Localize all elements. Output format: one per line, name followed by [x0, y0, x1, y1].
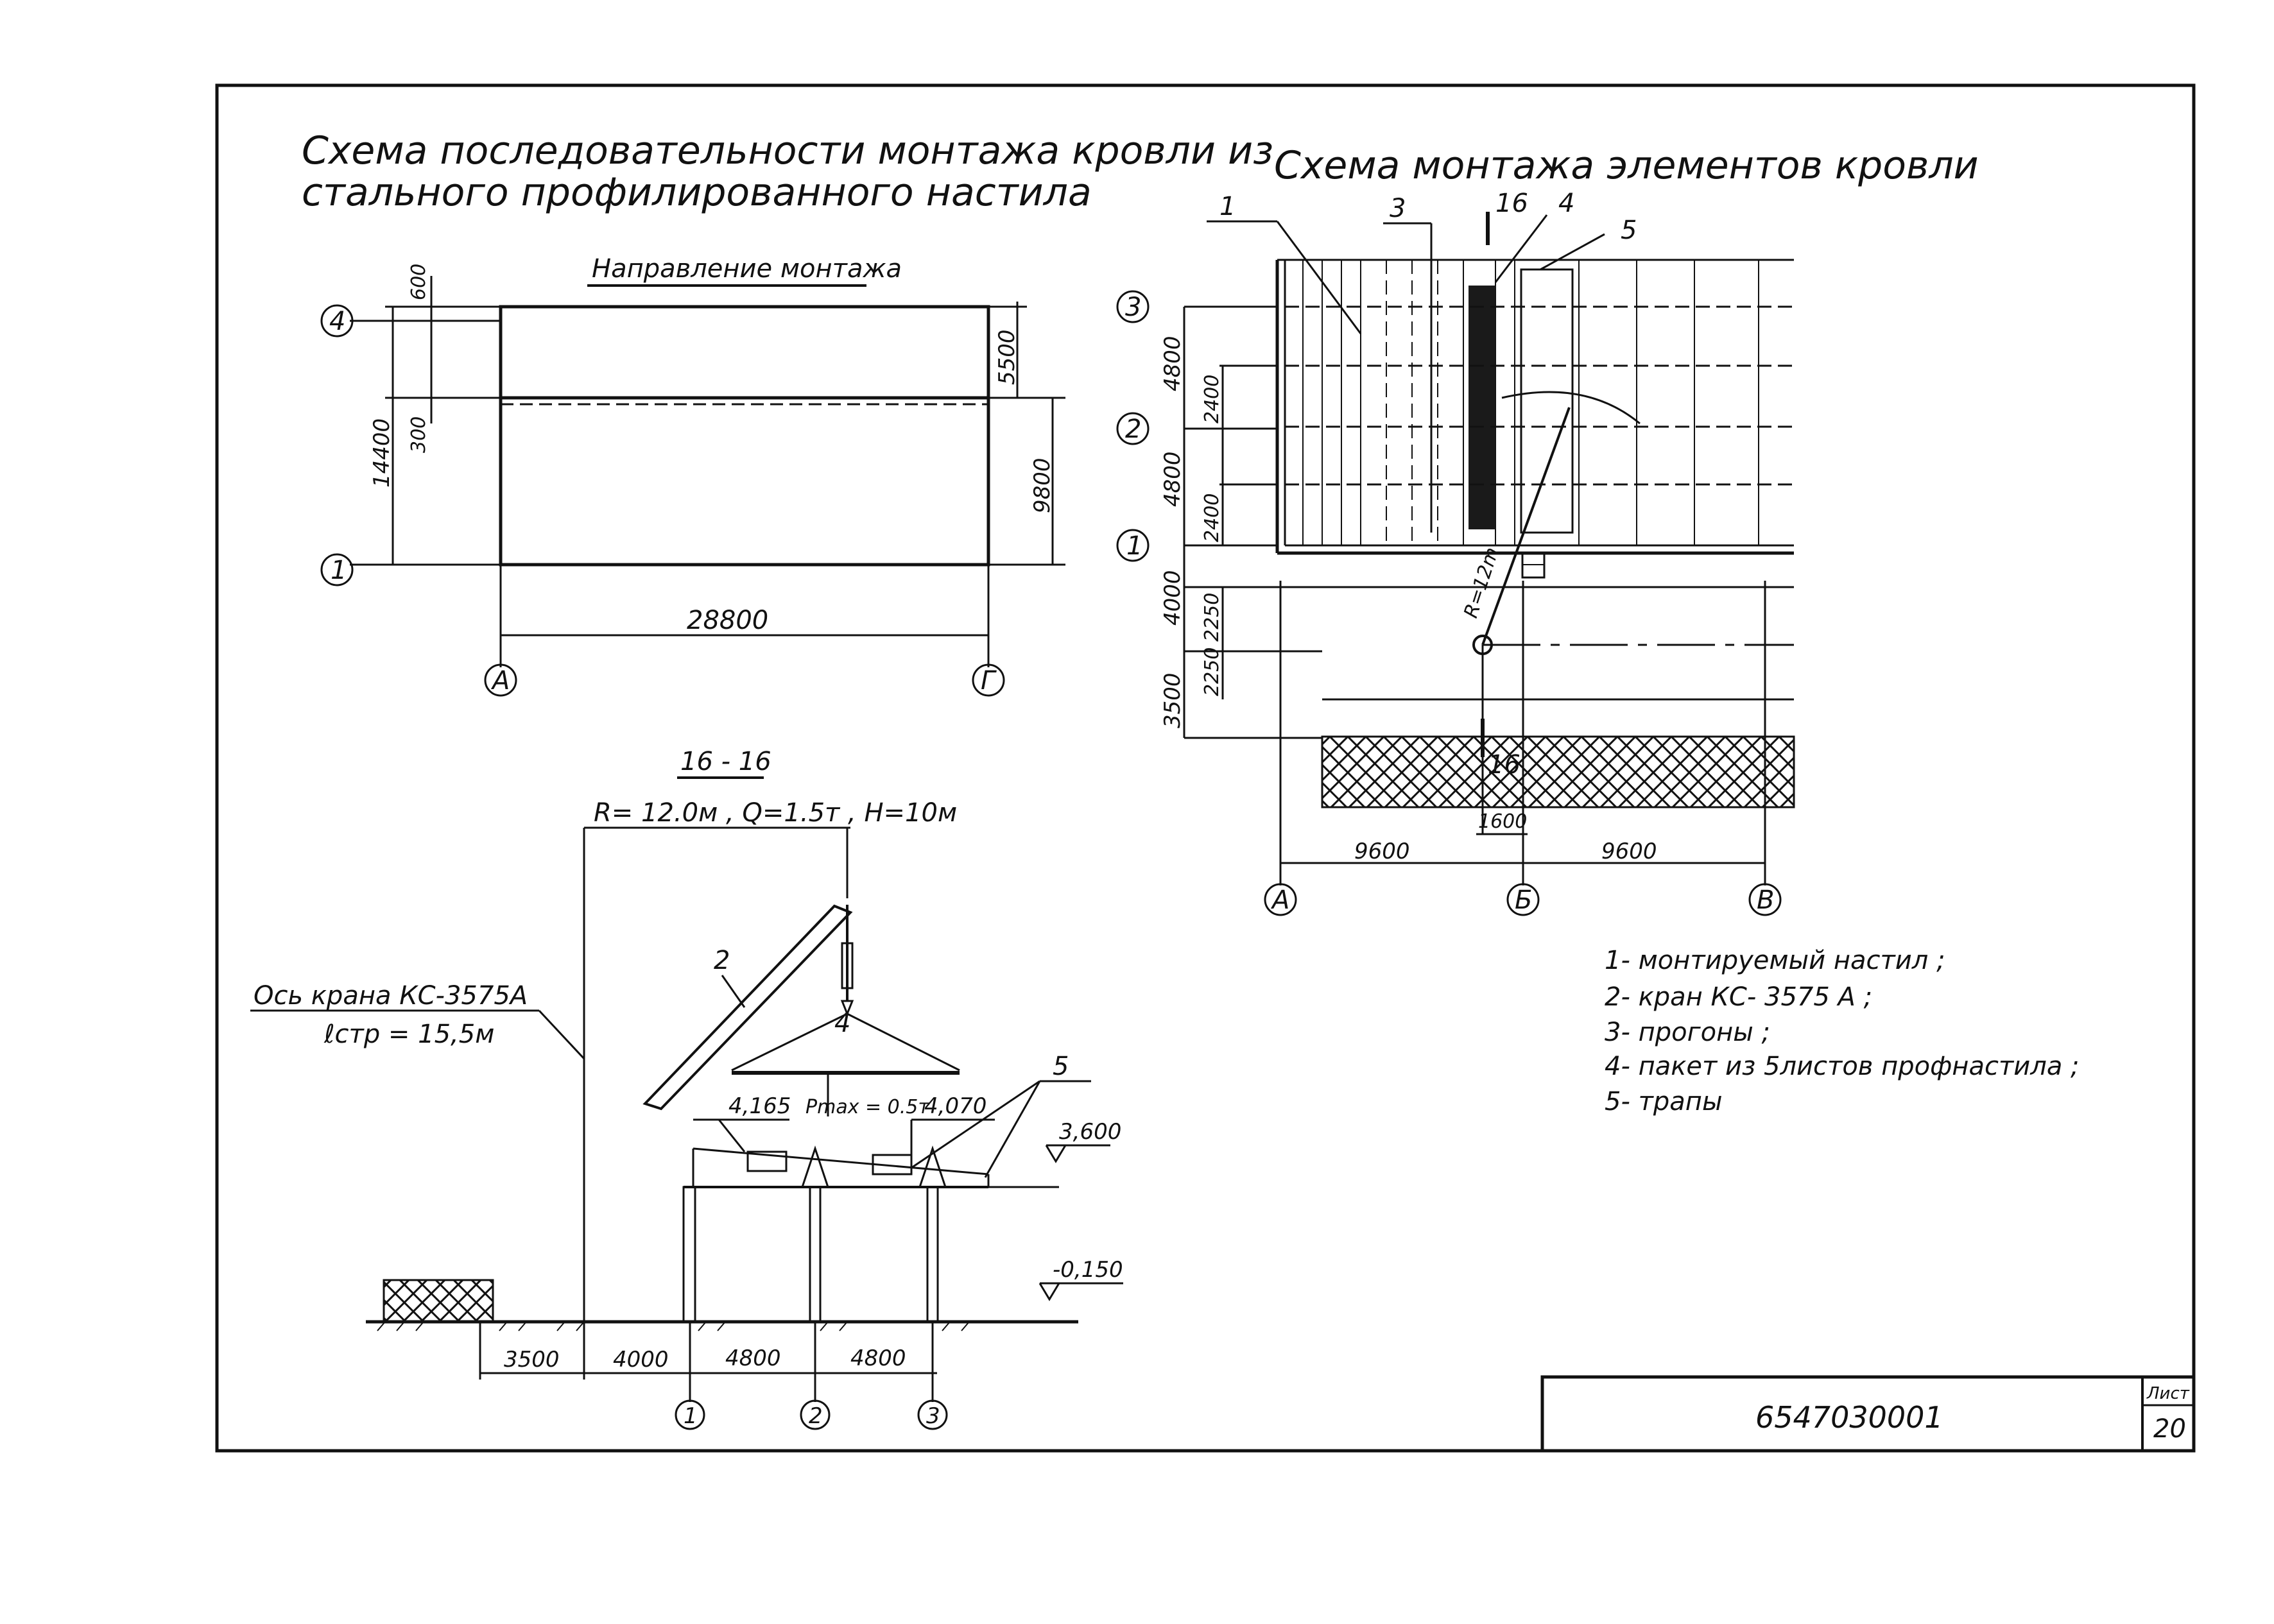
dim-300: 300 — [408, 416, 430, 453]
elev-minus-0150: -0,150 — [1053, 1257, 1123, 1283]
callout-3-label: 3 — [1390, 194, 1406, 223]
callout-1-label: 1 — [1219, 192, 1236, 221]
section-axis-2-marker — [800, 1399, 831, 1430]
section-dim-3500: 3500 — [504, 1347, 560, 1372]
axis-1-label-right: 1 — [1126, 531, 1142, 561]
section-axis-1-marker — [675, 1399, 705, 1430]
axis-1-marker — [320, 553, 354, 586]
axis-v-marker — [1748, 883, 1782, 916]
axis-3-marker — [1116, 290, 1150, 323]
section-axis-1-label: 1 — [684, 1403, 698, 1429]
legend-item-4: 4- пакет из 5листов профнастила ; — [1605, 1052, 2080, 1081]
dim-3500: 3500 — [1160, 672, 1185, 728]
section-dim-4800-a: 4800 — [725, 1346, 781, 1371]
radius-label: R=12m — [1460, 545, 1503, 621]
building-wall-left — [682, 1186, 696, 1323]
crane-params: R= 12.0м , Q=1.5т , Н=10м — [594, 798, 957, 828]
crane-axis-line2: ℓстр = 15,5м — [323, 1020, 494, 1049]
pmax-label: Pmax = 0.5т — [805, 1096, 930, 1118]
dim-9600-a: 9600 — [1354, 839, 1410, 864]
dim-2400-b: 2400 — [1201, 493, 1223, 542]
sheet-label: Лист — [2146, 1384, 2190, 1403]
sheet-package — [1469, 286, 1495, 529]
title-block: 6547030001 Лист 20 — [1540, 1375, 2196, 1453]
axis-b-marker — [1506, 883, 1540, 916]
legend-item-3: 3- прогоны ; — [1605, 1018, 1770, 1047]
crane-boom — [642, 904, 853, 1111]
cut-label-bottom: 16 — [1488, 750, 1520, 780]
axis-4-label: 4 — [329, 307, 345, 336]
left-title-line1: Схема последовательности монтажа кровли … — [302, 128, 1273, 173]
elev-4070: 4,070 — [924, 1093, 986, 1119]
dim-9600-b: 9600 — [1601, 839, 1657, 864]
legend-item-5: 5- трапы — [1605, 1087, 1723, 1116]
axis-1-marker-right — [1116, 529, 1150, 562]
direction-label: Направление монтажа — [592, 254, 902, 284]
callout-4-section: 4 — [834, 1009, 850, 1038]
axis-a-label-right: А — [1270, 885, 1289, 915]
right-plan: 1 3 4 5 16 4800 4800 2400 2400 4000 3500… — [1116, 189, 1795, 916]
callout-5-label: 5 — [1621, 216, 1637, 245]
crane-axis-line1: Ось крана КС-3575А — [254, 981, 528, 1011]
section-axis-3-label: 3 — [926, 1403, 940, 1429]
elev-3600: 3,600 — [1059, 1119, 1121, 1145]
section-title: 16 - 16 — [680, 747, 771, 776]
axis-v-label: В — [1757, 885, 1774, 915]
axis-3-label: 3 — [1125, 293, 1141, 322]
sheet-frame — [215, 83, 2196, 1453]
axis-g-marker — [972, 663, 1005, 697]
dim-1600: 1600 — [1478, 810, 1527, 833]
axis-2-label: 2 — [1125, 415, 1141, 444]
dim-9800: 9800 — [1029, 457, 1055, 513]
roof-outline — [499, 305, 990, 567]
dim-600: 600 — [408, 264, 430, 300]
dim-2400-a: 2400 — [1201, 375, 1223, 423]
section-axis-2-label: 2 — [809, 1403, 823, 1429]
axis-b-label: Б — [1515, 885, 1532, 915]
document-code: 6547030001 — [1755, 1400, 1943, 1435]
section-hatched-ground — [383, 1279, 494, 1323]
axis-a-marker — [484, 663, 517, 697]
dim-28800: 28800 — [687, 606, 768, 635]
left-plan: Направление монтажа 4 1 14400 600 300 55… — [320, 254, 1065, 697]
axis-g-label: Г — [981, 666, 997, 696]
axis-4-marker — [320, 304, 354, 338]
axis-1-label: 1 — [331, 556, 347, 585]
dim-2250-a: 2250 — [1201, 593, 1223, 642]
dim-4800-a: 4800 — [1160, 336, 1185, 391]
callout-2-section: 2 — [714, 946, 730, 975]
axis-a-marker-right — [1264, 883, 1297, 916]
dim-4800-b: 4800 — [1160, 451, 1185, 507]
sheet-number: 20 — [2153, 1414, 2186, 1444]
right-title: Схема монтажа элементов кровли — [1274, 143, 1979, 188]
axis-a-label: А — [490, 666, 510, 696]
elev-4165: 4,165 — [728, 1093, 791, 1119]
callout-5-section: 5 — [1053, 1052, 1069, 1081]
legend: 1- монтируемый настил ; 2- кран КС- 3575… — [1605, 946, 2080, 1116]
section-axis-3-marker — [917, 1399, 948, 1430]
dim-5500: 5500 — [994, 329, 1020, 385]
callout-4-label: 4 — [1558, 189, 1574, 218]
left-title-line2: стального профилированного настила — [302, 170, 1092, 215]
section-dim-4800-b: 4800 — [850, 1346, 906, 1371]
dim-14400: 14400 — [369, 418, 395, 488]
dim-4000: 4000 — [1160, 570, 1185, 626]
legend-item-1: 1- монтируемый настил ; — [1605, 946, 1945, 975]
legend-item-2: 2- кран КС- 3575 А ; — [1605, 982, 1872, 1012]
section-dim-4000: 4000 — [613, 1347, 669, 1372]
axis-2-marker — [1116, 412, 1150, 445]
cut-label-top: 16 — [1495, 189, 1528, 218]
section-16-16: 16 - 16 R= 12.0м , Q=1.5т , Н=10м Ось кр… — [250, 747, 1123, 1430]
hatched-ground — [1321, 735, 1795, 808]
dim-2250-b: 2250 — [1201, 647, 1223, 696]
